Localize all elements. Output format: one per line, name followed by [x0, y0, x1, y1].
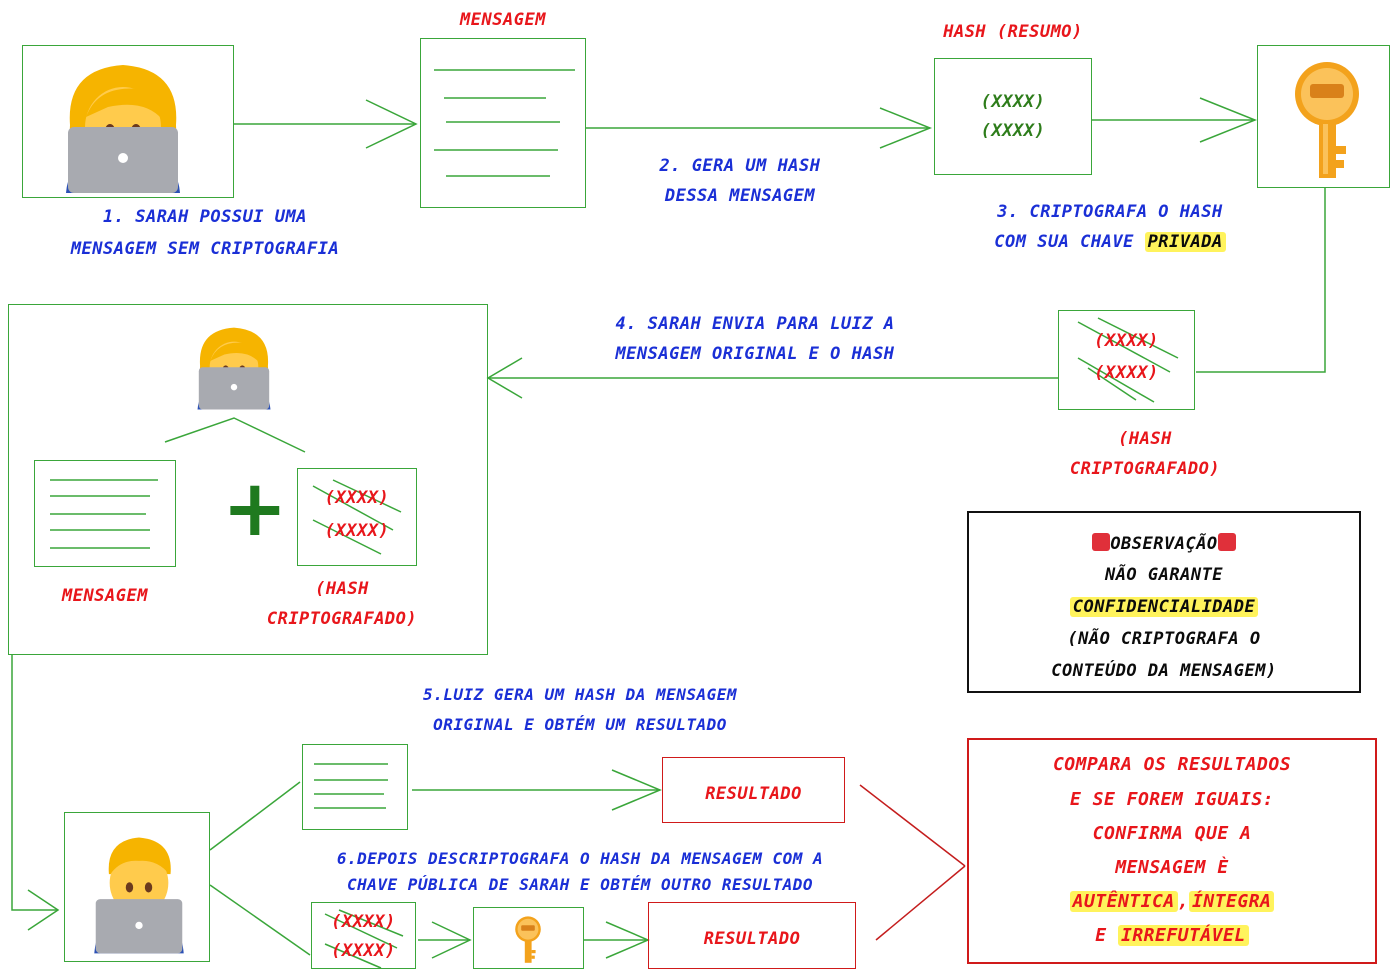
inner-message-caption: MENSAGEM — [62, 586, 148, 606]
compare-line-6: E IRREFUTÁVEL — [967, 921, 1377, 950]
hash-value-line-2: (XXXX) — [980, 121, 1046, 141]
step3-line-1: 3. CRIPTOGRAFA O HASH — [997, 202, 1223, 222]
strike-icon — [1077, 317, 1179, 403]
woman-technologist-icon — [66, 65, 180, 193]
observation-line-3: (NÃO CRIPTOGRAFA O — [1067, 629, 1261, 649]
document-lines-icon — [434, 69, 575, 177]
document-lines-icon — [314, 763, 388, 809]
step6-line-1: 6.DEPOIS DESCRIPTOGRAFA O HASH DA MENSAG… — [336, 849, 824, 868]
inner-hash-caption-2: CRIPTOGRAFADO) — [266, 609, 418, 629]
sarah-box — [22, 45, 234, 198]
step2-line-1: 2. GERA UM HASH — [659, 156, 821, 176]
compare-box — [967, 738, 1377, 964]
step4-line-1: 4. SARAH ENVIA PARA LUIZ A — [615, 314, 895, 334]
luiz-hash-line-1: (XXXX) — [331, 912, 396, 932]
step3-line-2: COM SUA CHAVE PRIVADA — [930, 228, 1290, 257]
step4-line-2: MENSAGEM ORIGINAL E O HASH — [615, 344, 895, 364]
inner-hash-caption-1: (HASH — [315, 579, 369, 599]
private-highlight: PRIVADA — [1144, 232, 1226, 252]
encrypted-hash-caption-1: (HASH — [1118, 429, 1172, 449]
rotating-light-icon — [1092, 533, 1111, 551]
resultado-1-label: RESULTADO — [705, 784, 802, 804]
strike-icon — [312, 479, 402, 555]
compare-line-2: E SE FOREM IGUAIS: — [1069, 789, 1275, 810]
woman-technologist-icon — [197, 327, 271, 410]
luiz-message-box — [302, 744, 408, 830]
observation-line-2: CONFIDENCIALIDADE — [967, 593, 1361, 622]
inner-hash-line-2: (XXXX) — [324, 521, 390, 541]
observation-title: OBSERVAÇÃO — [967, 530, 1361, 559]
hash-box — [934, 58, 1092, 175]
resultado-2-label: RESULTADO — [703, 929, 801, 949]
luiz-box — [64, 812, 210, 962]
step6-line-2: CHAVE PÚBLICA DE SARAH E OBTÉM OUTRO RES… — [346, 875, 814, 894]
hash-value-line-1: (XXXX) — [980, 92, 1046, 112]
luiz-hash-line-2: (XXXX) — [331, 941, 396, 961]
observation-line-1: NÃO GARANTE — [1104, 565, 1224, 585]
step5-line-1: 5.LUIZ GERA UM HASH DA MENSAGEM — [422, 685, 738, 704]
encrypted-hash-line-2: (XXXX) — [1094, 363, 1159, 383]
resultado-box-1 — [662, 757, 845, 823]
observation-line-4: CONTEÚDO DA MENSAGEM) — [1051, 661, 1277, 681]
inner-hash-line-1: (XXXX) — [324, 488, 390, 508]
compare-line-1: COMPARA OS RESULTADOS — [1052, 754, 1292, 775]
encrypted-hash-caption-2: CRIPTOGRAFADO) — [1069, 459, 1221, 479]
inner-message-box — [34, 460, 176, 567]
encrypted-hash-line-1: (XXXX) — [1094, 331, 1159, 351]
step1-line-2: MENSAGEM SEM CRIPTOGRAFIA — [70, 239, 340, 259]
compare-line-4: MENSAGEM È — [1115, 857, 1229, 878]
rotating-light-icon — [1217, 533, 1236, 551]
transfer-box — [8, 304, 488, 655]
observation-box — [967, 511, 1361, 693]
message-box — [420, 38, 586, 208]
encrypted-hash-box — [1058, 310, 1195, 410]
man-technologist-icon — [94, 837, 184, 954]
inner-encrypted-hash-box — [297, 468, 417, 566]
strike-icon — [324, 909, 404, 969]
step2-line-2: DESSA MENSAGEM — [664, 186, 816, 206]
compare-line-3: CONFIRMA QUE A — [1092, 823, 1252, 844]
key-icon — [515, 916, 541, 963]
hash-title: HASH (RESUMO) — [943, 22, 1083, 42]
plus-icon: + — [222, 464, 288, 554]
key-icon — [1295, 62, 1359, 178]
step5-line-2: ORIGINAL E OBTÉM UM RESULTADO — [433, 715, 727, 734]
message-title: MENSAGEM — [460, 10, 546, 30]
document-lines-icon — [50, 479, 158, 549]
step1-line-1: 1. SARAH POSSUI UMA — [103, 207, 307, 227]
compare-line-5: AUTÊNTICA,ÍNTEGRA — [967, 887, 1377, 916]
